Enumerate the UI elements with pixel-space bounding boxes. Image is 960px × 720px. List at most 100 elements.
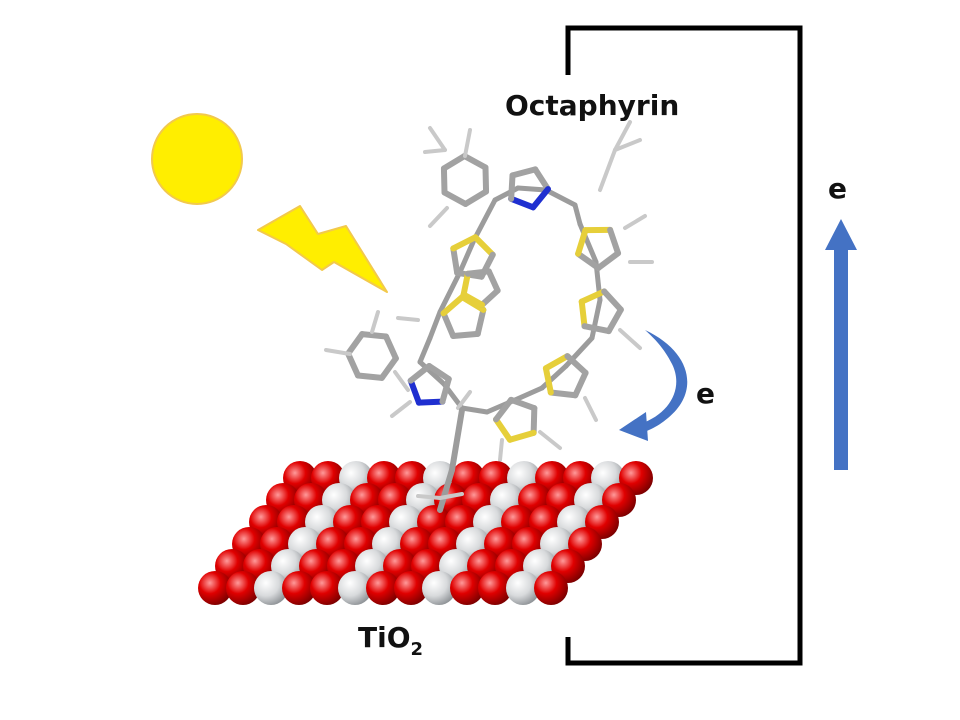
bond	[354, 372, 385, 381]
bond	[547, 389, 579, 399]
bond	[441, 189, 469, 207]
bond	[575, 227, 589, 257]
bond	[479, 287, 501, 308]
oxygen-atom	[478, 571, 512, 605]
oxygen-atom	[534, 571, 568, 605]
bond	[459, 294, 487, 313]
bond	[464, 268, 492, 277]
bond	[595, 250, 622, 271]
bond	[461, 153, 489, 171]
bond	[508, 172, 516, 202]
titanium-atom	[506, 571, 540, 605]
bond	[457, 237, 477, 275]
bond	[512, 385, 545, 403]
substrate-label: TiO2	[358, 621, 423, 660]
bond	[390, 400, 412, 418]
external-circuit	[565, 25, 803, 666]
bond	[542, 365, 554, 396]
bond	[601, 288, 624, 313]
bond	[498, 438, 504, 462]
bond	[407, 363, 433, 384]
bond	[460, 270, 471, 298]
substrate-label-subscript: 2	[411, 639, 424, 660]
bond	[578, 288, 608, 305]
bond	[564, 353, 589, 376]
oxygen-atom	[198, 571, 232, 605]
bond	[440, 294, 466, 317]
titanium-atom	[422, 571, 456, 605]
bond	[482, 164, 490, 195]
injection-electron-label: e	[696, 377, 715, 410]
bond	[463, 128, 472, 158]
bond	[396, 316, 420, 322]
bond	[572, 369, 589, 399]
bond	[450, 234, 479, 252]
bond	[572, 202, 583, 227]
bond	[428, 206, 449, 228]
oxygen-atom	[366, 571, 400, 605]
bond	[417, 359, 447, 387]
bond	[383, 333, 399, 362]
bond	[623, 214, 647, 230]
bond	[581, 323, 612, 335]
bond	[417, 335, 433, 365]
oxygen-atom	[394, 571, 428, 605]
titanium-atom	[338, 571, 372, 605]
oxygen-atom	[450, 571, 484, 605]
titanium-atom	[254, 571, 288, 605]
bond	[439, 376, 452, 405]
bond	[440, 153, 468, 172]
bond	[589, 297, 603, 341]
oxygen-atom	[226, 571, 260, 605]
octaphyrin-molecule	[324, 120, 654, 462]
bond	[423, 148, 447, 154]
bond	[462, 188, 490, 207]
bond	[460, 291, 486, 308]
bond	[532, 166, 551, 193]
bond	[605, 306, 624, 335]
bond	[618, 328, 642, 350]
bond	[508, 195, 537, 211]
bond	[539, 363, 569, 391]
tio2-surface	[198, 461, 653, 605]
bond	[578, 298, 588, 330]
bond	[345, 350, 361, 379]
bond	[607, 226, 622, 257]
bond	[471, 197, 498, 243]
bond	[542, 353, 571, 372]
bond	[437, 269, 463, 315]
circuit-electron-label: e	[828, 172, 847, 205]
bond	[538, 430, 562, 450]
bond	[450, 245, 461, 276]
sun-icon	[151, 113, 243, 205]
bond	[416, 494, 442, 500]
bond	[493, 396, 515, 423]
bond	[440, 165, 448, 196]
bond	[493, 416, 513, 443]
bond	[449, 407, 465, 473]
bond	[440, 310, 457, 339]
bond	[575, 250, 602, 271]
bond	[530, 405, 538, 436]
bond	[428, 126, 447, 152]
bond	[485, 268, 501, 294]
bond	[426, 363, 452, 383]
bond	[472, 234, 496, 258]
bond	[583, 396, 598, 422]
oxygen-atom	[310, 571, 344, 605]
substrate-label-main: TiO	[358, 621, 411, 654]
bond	[437, 467, 455, 513]
bond	[456, 390, 472, 410]
lightning-bolt-icon	[257, 205, 388, 293]
bond	[393, 370, 410, 392]
bond	[427, 309, 443, 341]
bond	[450, 330, 481, 339]
bond	[543, 187, 578, 208]
bond	[438, 492, 464, 500]
bond	[506, 429, 537, 443]
curved-arrow-icon	[619, 330, 688, 441]
bond	[530, 186, 551, 211]
up-arrow-icon	[825, 219, 857, 470]
bond	[370, 310, 380, 334]
